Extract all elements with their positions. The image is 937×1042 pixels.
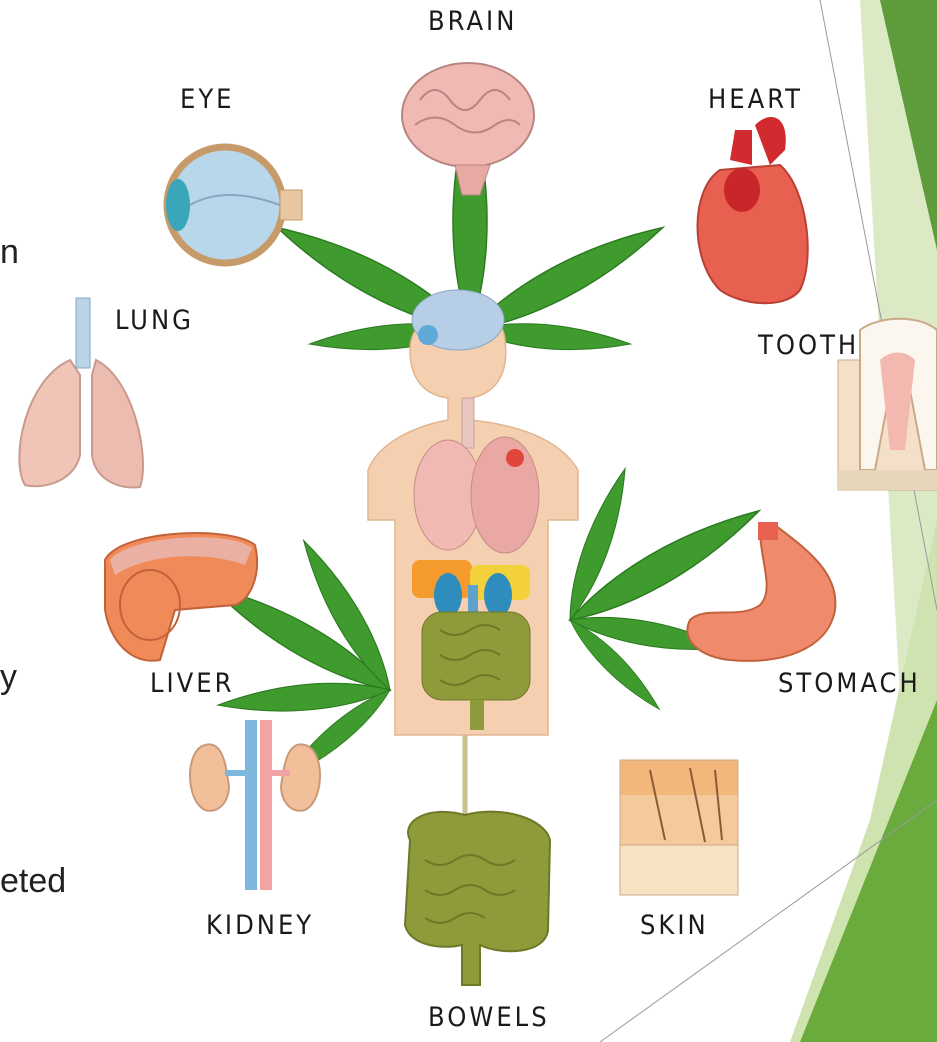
label-eye: EYE — [180, 84, 235, 115]
kidney-icon — [190, 720, 320, 890]
label-liver: LIVER — [150, 668, 235, 699]
label-lung: LUNG — [115, 305, 194, 336]
label-tooth: TOOTH — [758, 330, 859, 361]
bowels-icon — [405, 812, 550, 985]
text-fragment-1: n — [0, 233, 19, 272]
text-fragment-2: y — [0, 658, 17, 697]
label-bowels: BOWELS — [428, 1002, 550, 1033]
eye-icon — [166, 147, 302, 263]
label-stomach: STOMACH — [778, 668, 921, 699]
human-body-icon — [368, 290, 578, 735]
label-heart: HEART — [708, 84, 803, 115]
text-fragment-3: eted — [0, 862, 66, 901]
label-brain: BRAIN — [428, 6, 517, 37]
brain-icon — [402, 63, 534, 195]
heart-icon — [698, 117, 808, 303]
liver-icon — [105, 533, 257, 661]
label-kidney: KIDNEY — [206, 910, 314, 941]
label-skin: SKIN — [640, 910, 709, 941]
skin-icon — [620, 760, 738, 895]
